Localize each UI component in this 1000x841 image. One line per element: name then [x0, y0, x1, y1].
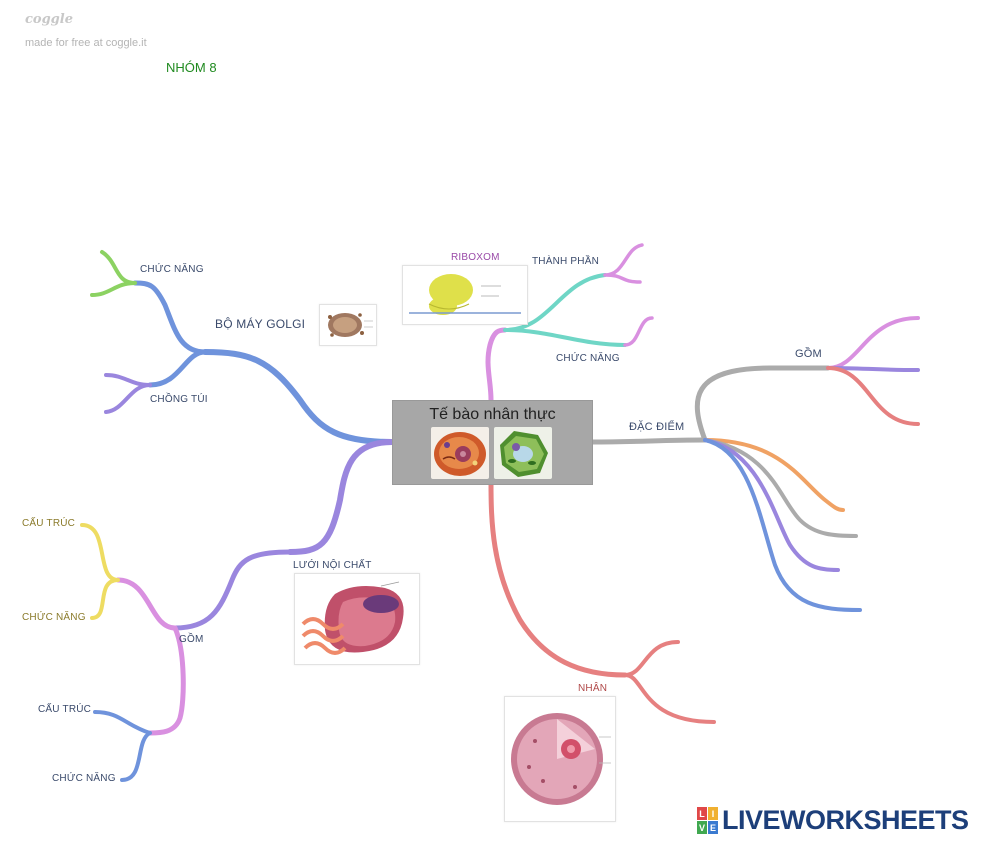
- ribosome-composition-label[interactable]: THÀNH PHẦN: [532, 256, 600, 267]
- er-function-label-2[interactable]: CHỨC NĂNG: [52, 773, 116, 784]
- animal-cell-image: [431, 427, 489, 479]
- link-features: [588, 437, 708, 445]
- link-ribosome-children: [503, 273, 627, 347]
- er-function-label-1[interactable]: CHỨC NĂNG: [22, 612, 86, 623]
- link-golgi-function: [132, 280, 208, 355]
- link-ribosome-fn-leaves: [623, 316, 654, 347]
- logo-letter-e: E: [708, 821, 718, 834]
- golgi-image: [319, 304, 377, 346]
- link-er-includes-up: [115, 577, 178, 631]
- group-name: NHÓM 8: [166, 60, 217, 75]
- er-structure-label-1[interactable]: CẤU TRÚC: [22, 518, 76, 529]
- link-ribosome: [485, 327, 508, 403]
- link-golgi: [202, 349, 395, 445]
- liveworksheets-branding[interactable]: L I V E LIVEWORKSHEETS: [697, 805, 969, 835]
- logo-letter-v: V: [697, 821, 707, 834]
- er-includes-label[interactable]: GỒM: [179, 634, 204, 645]
- link-features-includes: [694, 365, 831, 443]
- link-ribosome-comp-leaves: [603, 243, 644, 284]
- ribosome-label[interactable]: RIBOXOM: [451, 252, 500, 263]
- features-label[interactable]: ĐẶC ĐIỂM: [629, 421, 685, 433]
- link-nucleus-leaves: [623, 640, 716, 724]
- coggle-logo[interactable]: coggle: [25, 12, 73, 27]
- link-golgi-stack: [147, 349, 208, 388]
- link-feature-blue: [703, 438, 862, 612]
- link-er: [287, 439, 395, 555]
- ribosome-image: [402, 265, 528, 325]
- golgi-label[interactable]: BỘ MÁY GOLGI: [215, 317, 306, 331]
- link-includes-leaf-1: [826, 316, 920, 370]
- link-golgi-stack-leaves: [104, 373, 152, 414]
- link-er-yellow-leaves: [80, 523, 120, 620]
- golgi-stack-label[interactable]: CHỒNG TÚI: [150, 394, 208, 405]
- link-golgi-fn-leaves: [90, 250, 137, 297]
- link-includes-leaf-3: [826, 366, 920, 426]
- er-label[interactable]: LƯỚI NỘI CHẤT: [293, 560, 372, 571]
- link-feature-purple: [703, 438, 840, 572]
- nucleus-label[interactable]: NHÂN: [578, 683, 608, 694]
- logo-letter-l: L: [697, 807, 707, 820]
- liveworksheets-text: LIVEWORKSHEETS: [722, 804, 969, 835]
- liveworksheets-logo-icon: L I V E: [697, 807, 718, 834]
- features-includes-label[interactable]: GỒM: [795, 348, 822, 360]
- er-image: [294, 573, 420, 665]
- link-feature-gray: [703, 438, 858, 538]
- logo-letter-i: I: [708, 807, 718, 820]
- ribosome-function-label[interactable]: CHỨC NĂNG: [556, 353, 620, 364]
- golgi-function-label[interactable]: CHỨC NĂNG: [140, 264, 204, 275]
- coggle-tagline[interactable]: made for free at coggle.it: [25, 37, 147, 49]
- central-title: Tế bào nhân thực: [429, 406, 556, 423]
- link-er-blue-leaves: [93, 710, 152, 782]
- plant-cell-image: [494, 427, 552, 479]
- link-nucleus: [488, 480, 628, 678]
- link-er-includes-down: [147, 625, 186, 736]
- nucleus-image: [504, 696, 616, 822]
- er-structure-label-2[interactable]: CẤU TRÚC: [38, 704, 92, 715]
- link-feature-orange: [703, 438, 845, 512]
- link-er-includes: [172, 549, 293, 631]
- central-node[interactable]: Tế bào nhân thực: [392, 400, 593, 485]
